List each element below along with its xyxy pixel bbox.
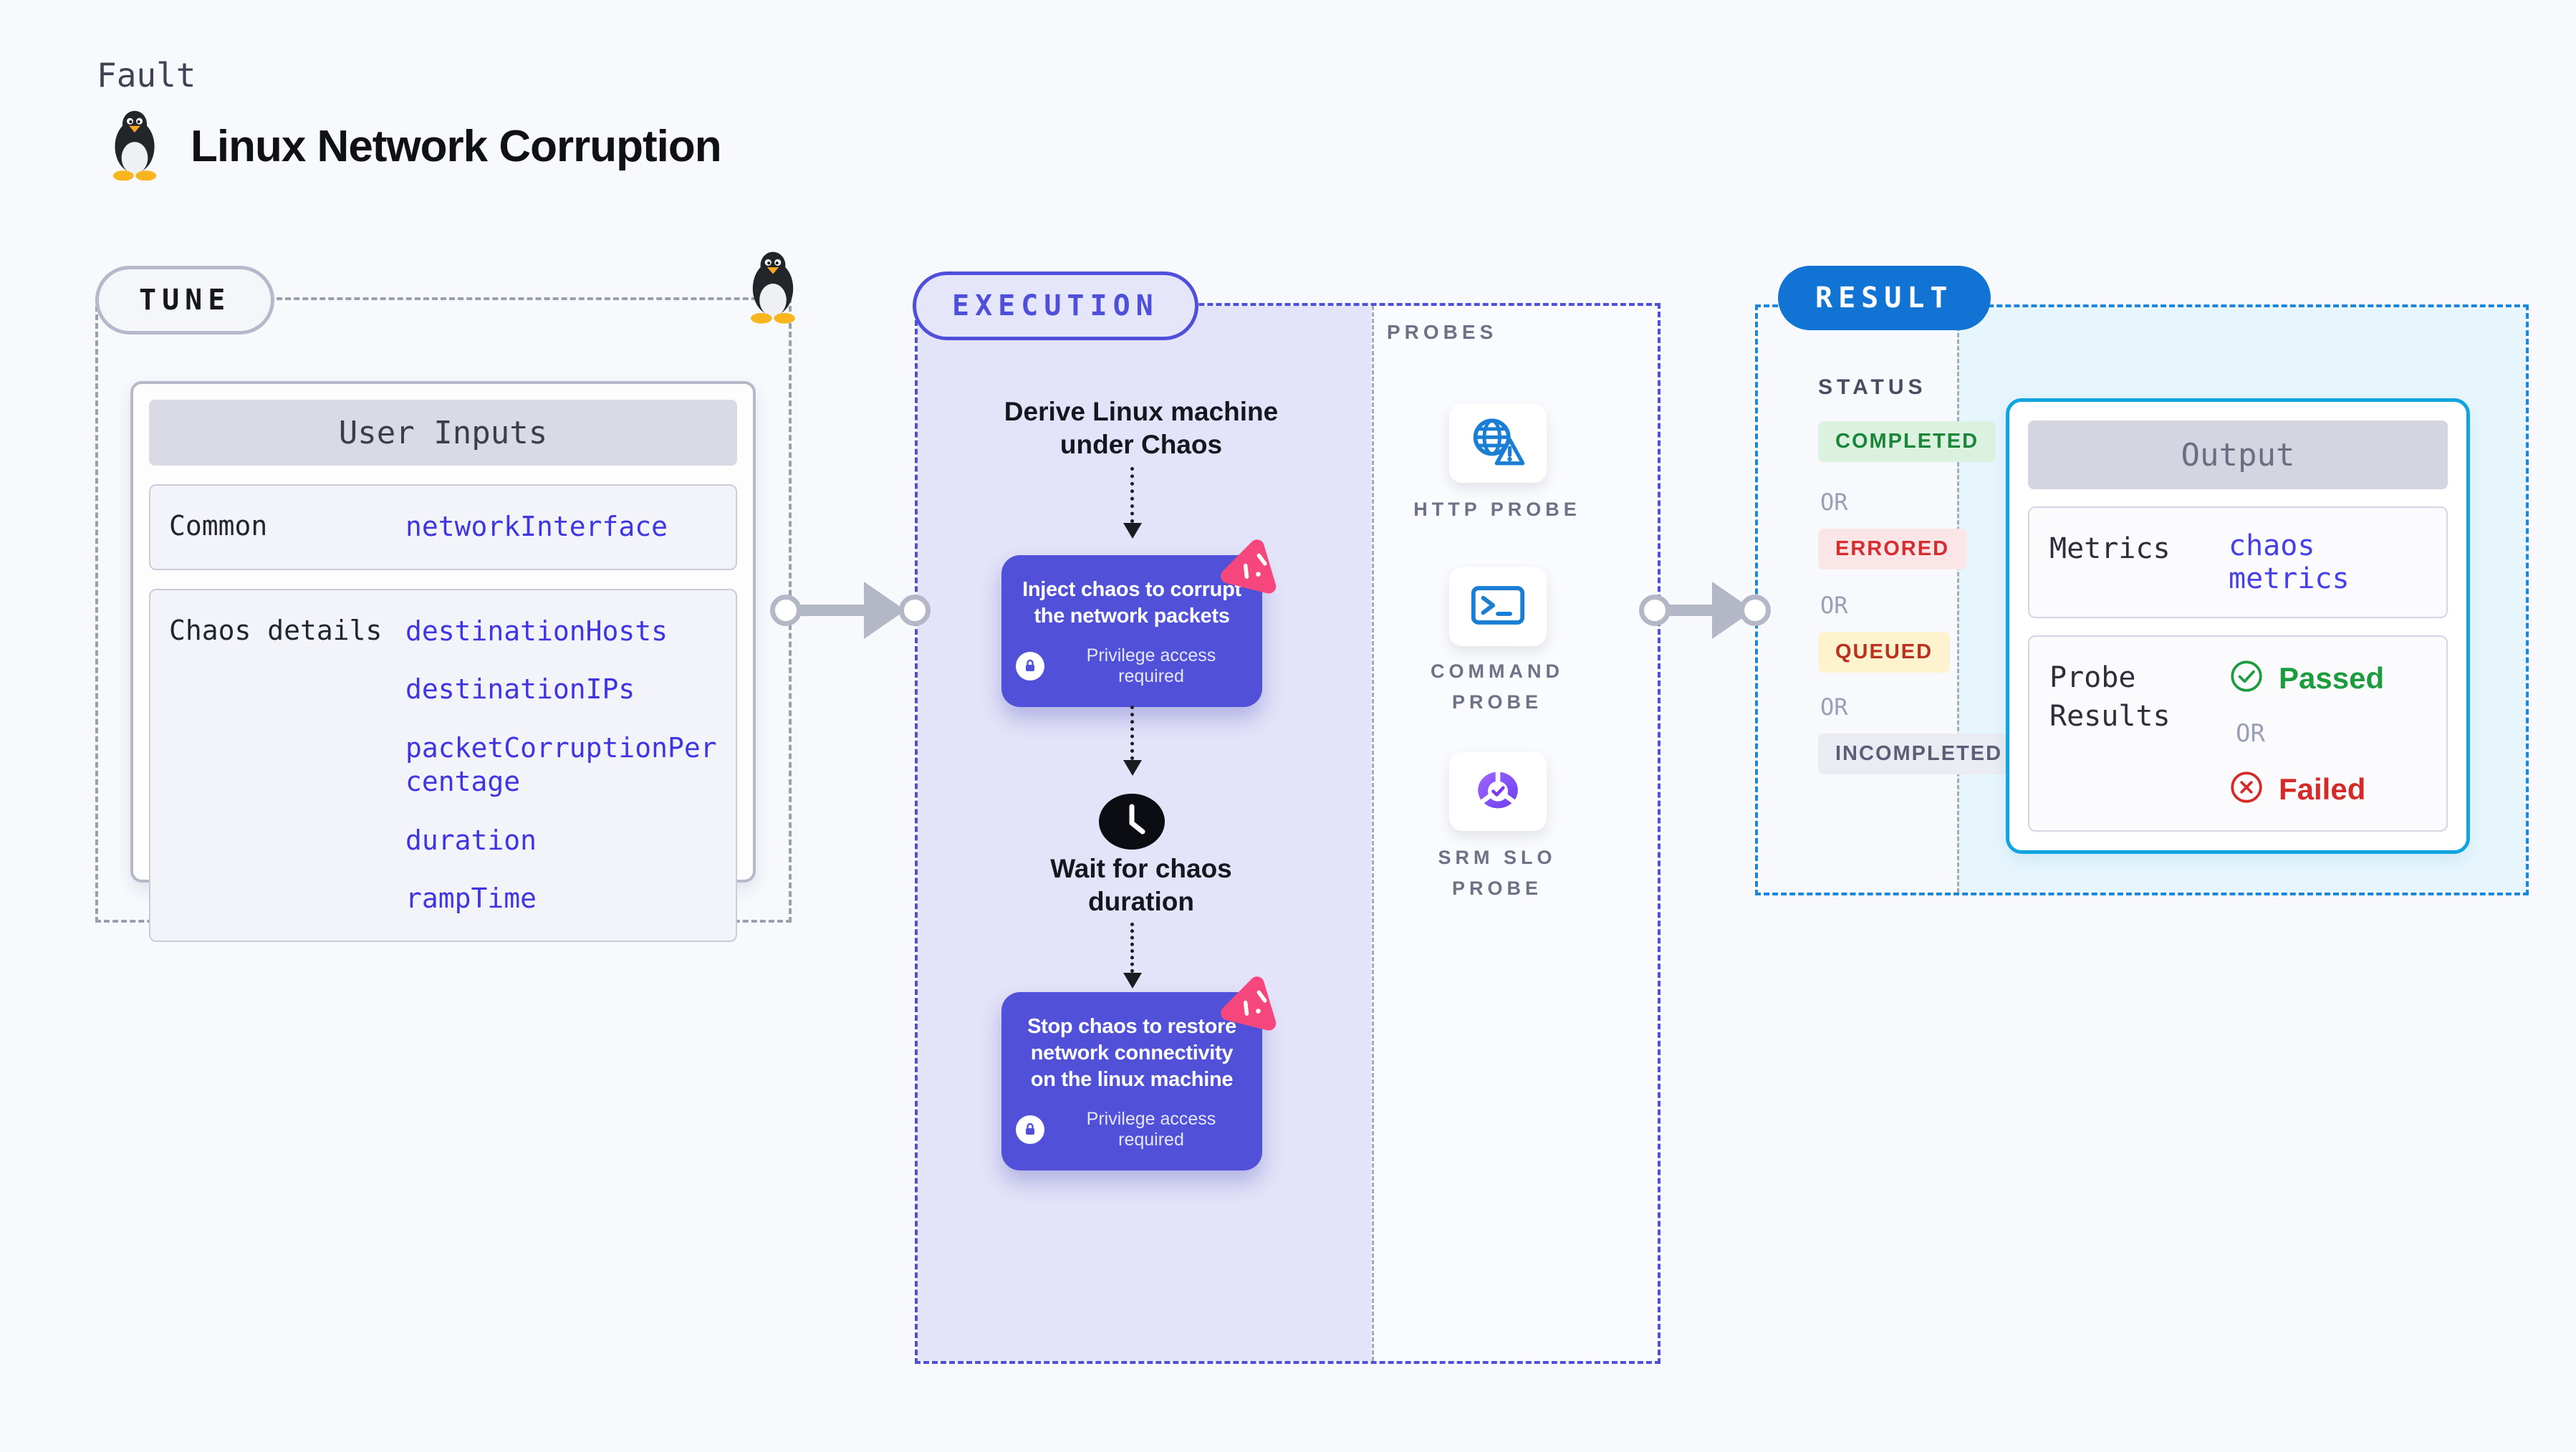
or-label: OR bbox=[2236, 719, 2265, 748]
probes-header: PROBES bbox=[1387, 321, 1498, 343]
passed-line: Passed bbox=[2229, 658, 2384, 698]
probe-results-row: Probe Results Passed OR bbox=[2028, 635, 2448, 832]
result-section-pill: RESULT bbox=[1778, 266, 1991, 330]
tune-section-pill: TUNE bbox=[95, 266, 275, 335]
input-row-common: Common networkInterface bbox=[149, 484, 737, 570]
probe-label: COMMAND PROBE bbox=[1431, 660, 1564, 713]
status-badge-incompleted: INCOMPLETED bbox=[1818, 734, 2020, 774]
linux-penguin-icon bbox=[742, 249, 804, 327]
status-badge-queued: QUEUED bbox=[1818, 632, 1951, 673]
passed-text: Passed bbox=[2279, 660, 2385, 695]
flow-connector bbox=[1130, 923, 1134, 973]
lock-icon bbox=[1016, 1115, 1044, 1145]
chaos-logo-icon bbox=[1221, 534, 1284, 601]
chaos-logo-icon bbox=[1221, 971, 1284, 1038]
stop-chaos-text: Stop chaos to restore network connectivi… bbox=[1027, 1015, 1236, 1092]
flow-arrow bbox=[797, 605, 867, 616]
input-value: duration bbox=[405, 824, 537, 856]
input-value: packetCorruptionPercentage bbox=[405, 731, 717, 798]
metrics-row: Metrics chaos metrics bbox=[2028, 506, 2448, 618]
privilege-note: Privilege access required bbox=[1086, 1109, 1216, 1150]
slo-donut-icon bbox=[1469, 764, 1527, 819]
connector-dot bbox=[1639, 595, 1671, 626]
globe-alert-icon bbox=[1467, 414, 1529, 473]
fault-kicker: Fault bbox=[97, 56, 196, 95]
input-row-label: Common bbox=[169, 510, 268, 542]
metrics-label: Metrics bbox=[2049, 532, 2171, 565]
input-value: rampTime bbox=[405, 883, 537, 914]
status-badge-completed: COMPLETED bbox=[1818, 421, 1996, 462]
metrics-value: chaos metrics bbox=[2229, 529, 2350, 595]
privilege-row: Privilege access required bbox=[1016, 645, 1248, 687]
user-inputs-header: User Inputs bbox=[149, 400, 737, 466]
http-probe-card bbox=[1449, 404, 1547, 483]
user-inputs-card: User Inputs Common networkInterface Chao… bbox=[130, 381, 756, 942]
privilege-note: Privilege access required bbox=[1086, 645, 1216, 687]
derive-step-text: Derive Linux machine under Chaos bbox=[1004, 397, 1279, 460]
probe-label: SRM SLO PROBE bbox=[1438, 847, 1557, 900]
linux-penguin-icon bbox=[105, 109, 165, 184]
page-title: Linux Network Corruption bbox=[191, 122, 722, 171]
input-value: networkInterface bbox=[405, 511, 668, 542]
input-row-label: Chaos details bbox=[169, 614, 383, 646]
clock-icon bbox=[1097, 792, 1166, 855]
flow-connector-head bbox=[1123, 760, 1142, 776]
privilege-row: Privilege access required bbox=[1016, 1109, 1248, 1150]
flow-arrow-head bbox=[864, 582, 905, 639]
input-value: destinationIPs bbox=[405, 673, 635, 705]
input-row-chaos-details: Chaos details destinationHosts destinati… bbox=[149, 588, 737, 942]
flow-arrow bbox=[1666, 605, 1716, 616]
inject-chaos-step: Inject chaos to corrupt the network pack… bbox=[1001, 555, 1262, 708]
probe-results-label: Probe Results bbox=[2049, 661, 2171, 733]
connector-dot bbox=[770, 595, 802, 626]
execution-section-box bbox=[915, 303, 1661, 1364]
inject-chaos-text: Inject chaos to corrupt the network pack… bbox=[1022, 578, 1241, 628]
status-header: STATUS bbox=[1818, 375, 1927, 399]
or-label: OR bbox=[1820, 693, 1848, 721]
flow-connector bbox=[1130, 467, 1134, 523]
srm-slo-probe-card bbox=[1449, 752, 1547, 831]
stop-chaos-step: Stop chaos to restore network connectivi… bbox=[1001, 992, 1262, 1171]
or-label: OR bbox=[1820, 489, 1848, 516]
output-card: Output Metrics chaos metrics Probe Resul… bbox=[2006, 398, 2470, 854]
terminal-icon bbox=[1469, 580, 1527, 634]
lock-icon bbox=[1016, 652, 1044, 681]
output-header: Output bbox=[2028, 420, 2448, 489]
execution-section-pill: EXECUTION bbox=[913, 271, 1198, 340]
x-circle-icon bbox=[2229, 769, 2264, 809]
command-probe-card bbox=[1449, 567, 1547, 646]
flow-connector-head bbox=[1123, 523, 1142, 539]
status-badge-errored: ERRORED bbox=[1818, 529, 1967, 569]
flow-connector bbox=[1130, 706, 1134, 760]
page-header: Linux Network Corruption bbox=[105, 109, 722, 184]
or-label: OR bbox=[1820, 592, 1848, 619]
connector-dot bbox=[899, 595, 931, 626]
input-value: destinationHosts bbox=[405, 615, 668, 647]
flow-connector-head bbox=[1123, 973, 1142, 989]
wait-step-text: Wait for chaos duration bbox=[1050, 854, 1232, 917]
probe-label: HTTP PROBE bbox=[1413, 499, 1581, 520]
check-circle-icon bbox=[2229, 658, 2264, 698]
failed-line: Failed bbox=[2229, 769, 2384, 809]
failed-text: Failed bbox=[2279, 771, 2366, 806]
connector-dot bbox=[1739, 595, 1771, 626]
